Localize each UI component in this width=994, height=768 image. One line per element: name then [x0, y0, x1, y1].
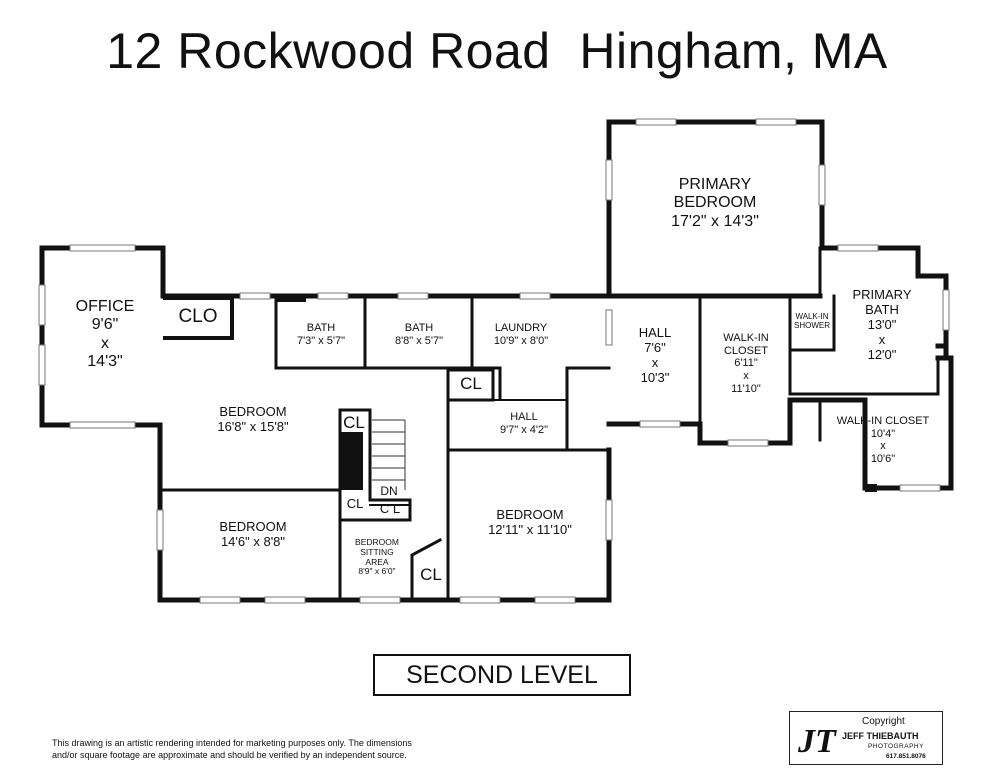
room-cl5-label: CL [420, 565, 442, 584]
room-bedroom3-label: BEDROOM 12'11" x 11'10" [488, 507, 572, 537]
svg-text:JT: JT [797, 723, 837, 760]
room-sitting-area-label: BEDROOM SITTING AREA 8'9" x 6'0" [355, 537, 399, 577]
room-walkin-closet2-label: WALK-IN CLOSET 10'4" x 10'6" [836, 415, 930, 465]
logo-name: JEFF THIEBAUTH [842, 731, 919, 741]
room-bath2-label: BATH 8'8" x 5'7" [394, 322, 444, 347]
room-cl3-label: CL [346, 496, 364, 511]
room-bedroom2-label: BEDROOM 14'6" x 8'8" [219, 519, 287, 549]
stairs-down-label: DN [380, 484, 398, 498]
logo-copyright: Copyright [862, 716, 905, 727]
room-walkin-closet1-label: WALK-IN CLOSET 6'11" x 11'10" [723, 332, 769, 395]
jt-logo-icon: JT [797, 723, 837, 760]
logo-phone: 617.851.8076 [886, 753, 926, 760]
room-bath1-label: BATH 7'3" x 5'7" [296, 322, 346, 347]
room-office-label: OFFICE 9'6" x 14'3" [75, 298, 135, 371]
page-title: 12 Rockwood Road Hingham, MA [106, 23, 888, 79]
level-label: SECOND LEVEL [373, 654, 631, 696]
room-walkin-shower-label: WALK-IN SHOWER [794, 312, 830, 331]
room-laundry-label: LAUNDRY 10'9" x 8'0" [493, 322, 549, 347]
room-clo-label: CLO [178, 306, 218, 327]
room-primary-bath-label: PRIMARY BATH 13'0" x 12'0" [852, 287, 912, 362]
room-cl1-label: CL [343, 413, 365, 432]
logo-sub: PHOTOGRAPHY [868, 743, 924, 750]
disclaimer-text: This drawing is an artistic rendering in… [52, 738, 412, 760]
room-cl4-label: C L [379, 501, 401, 516]
room-hall2-label: HALL 9'7" x 4'2" [499, 411, 549, 436]
room-hall1-label: HALL 7'6" x 10'3" [638, 325, 672, 385]
room-bedroom1-label: BEDROOM 16'8" x 15'8" [217, 404, 289, 434]
room-cl2-label: CL [460, 374, 482, 393]
room-primary-bedroom-label: PRIMARY BEDROOM 17'2" x 14'3" [671, 176, 759, 230]
photographer-logo: JT Copyright JEFF THIEBAUTH PHOTOGRAPHY … [789, 711, 943, 765]
